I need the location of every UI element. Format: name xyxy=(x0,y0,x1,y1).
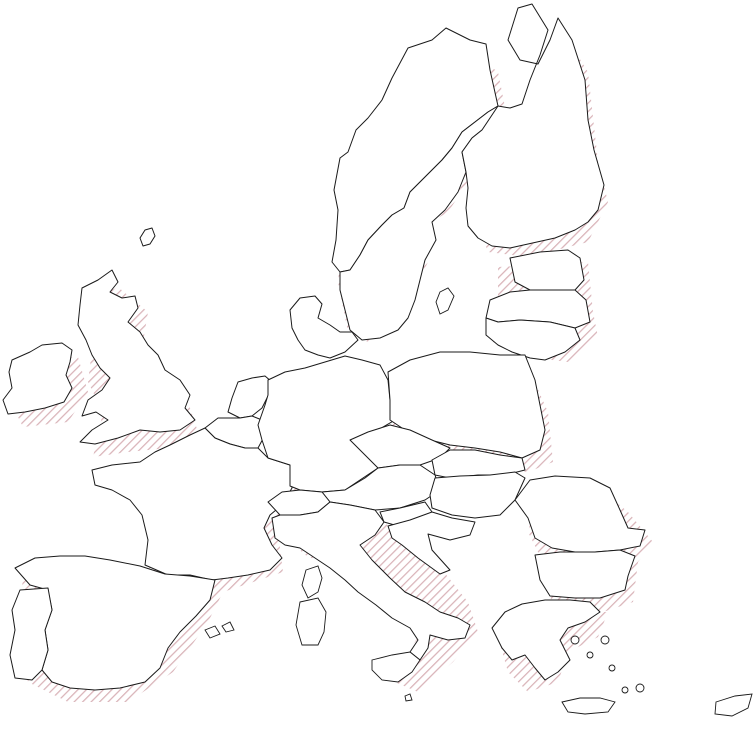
romania[interactable] xyxy=(514,475,646,553)
greece[interactable] xyxy=(491,599,601,681)
ireland[interactable] xyxy=(2,342,73,415)
denmark[interactable] xyxy=(289,295,359,359)
greek-islands xyxy=(570,635,645,694)
balearic-islands[interactable] xyxy=(204,621,235,639)
portugal[interactable] xyxy=(9,587,53,681)
hungary[interactable] xyxy=(429,471,526,519)
croatia[interactable] xyxy=(387,511,476,575)
lithuania[interactable] xyxy=(485,317,581,361)
france[interactable] xyxy=(91,427,293,581)
netherlands[interactable] xyxy=(227,375,273,419)
united-kingdom[interactable] xyxy=(77,269,196,445)
gotland[interactable] xyxy=(435,287,455,315)
sicily[interactable] xyxy=(371,651,421,683)
corsica[interactable] xyxy=(301,565,323,599)
malta[interactable] xyxy=(404,693,413,702)
crete[interactable] xyxy=(561,697,616,715)
italy[interactable] xyxy=(271,501,471,661)
sweden[interactable] xyxy=(339,105,509,341)
iceland[interactable] xyxy=(139,227,156,247)
sardinia[interactable] xyxy=(295,597,327,646)
finland[interactable] xyxy=(461,3,605,249)
cyprus[interactable] xyxy=(714,693,753,717)
bulgaria[interactable] xyxy=(534,549,636,599)
country-layer xyxy=(2,3,753,717)
estonia[interactable] xyxy=(509,249,585,291)
